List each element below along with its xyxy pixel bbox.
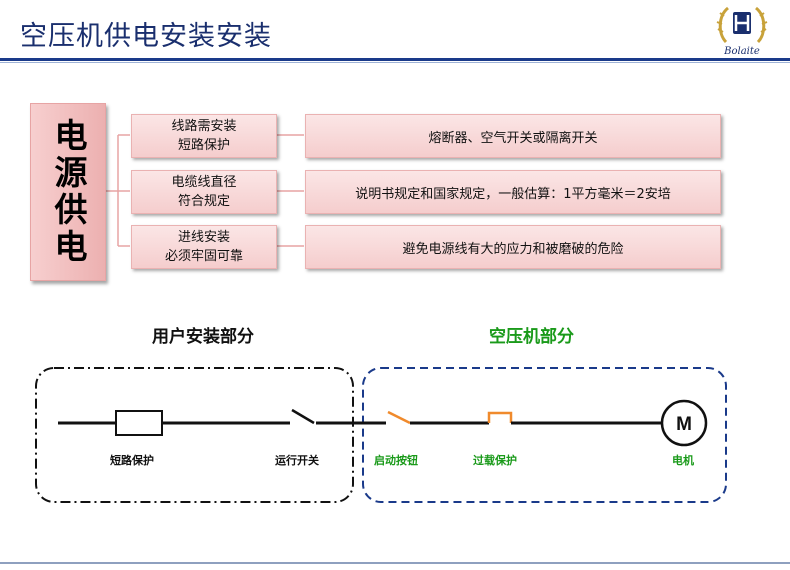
mid-box-inlet-install: 进线安装 必须牢固可靠 <box>131 225 277 269</box>
label-overload-protect: 过载保护 <box>473 454 517 467</box>
mid-label-line1: 线路需安装 <box>171 119 237 134</box>
logo-text: Bolaite <box>724 46 760 57</box>
overload-protect-symbol-icon <box>487 411 513 423</box>
mid-box-short-protection: 线路需安装 短路保护 <box>131 114 277 158</box>
detail-box-cable-rule: 说明书规定和国家规定，一般估算：1平方毫米＝2安培 <box>305 170 721 214</box>
detail-box-fuse: 熔断器、空气开关或隔离开关 <box>305 114 721 158</box>
mid-label-line2: 符合规定 <box>177 194 230 209</box>
header-divider-light <box>0 62 790 63</box>
mid-box-cable-diameter: 电缆线直径 符合规定 <box>131 170 277 214</box>
motor-symbol-icon <box>660 399 708 447</box>
mid-label-line1: 进线安装 <box>177 230 230 245</box>
detail-text: 熔断器、空气开关或隔离开关 <box>428 130 598 146</box>
brand-logo: Bolaite <box>712 2 772 60</box>
header-divider <box>0 58 790 61</box>
label-run-switch: 运行开关 <box>275 454 319 467</box>
detail-box-stress: 避免电源线有大的应力和被磨破的危险 <box>305 225 721 269</box>
laurel-logo-icon <box>716 6 768 44</box>
label-motor: 电机 <box>672 454 694 467</box>
page-title: 空压机供电安装安装 <box>20 21 272 52</box>
compressor-section-border <box>362 367 727 503</box>
detail-text: 说明书规定和国家规定，一般估算：1平方毫米＝2安培 <box>355 186 671 202</box>
motor-symbol-text: M <box>676 414 692 435</box>
mid-label-line1: 电缆线直径 <box>171 175 237 190</box>
detail-text: 避免电源线有大的应力和被磨破的危险 <box>402 241 624 257</box>
root-box-power-supply: 电源供电 <box>30 103 106 281</box>
root-label: 电源供电 <box>49 118 88 266</box>
compressor-section-title: 空压机部分 <box>489 327 574 347</box>
mid-label-line2: 必须牢固可靠 <box>164 249 243 264</box>
fuse-symbol-icon <box>115 410 163 436</box>
run-switch-symbol-icon <box>291 408 315 425</box>
start-button-symbol-icon <box>387 410 411 425</box>
footer-divider <box>0 562 790 564</box>
label-start-button: 启动按钮 <box>374 454 418 467</box>
user-section-title: 用户安装部分 <box>152 327 254 347</box>
mid-label-line2: 短路保护 <box>177 138 230 153</box>
user-section-border <box>35 367 354 503</box>
label-short-protect: 短路保护 <box>110 454 154 467</box>
